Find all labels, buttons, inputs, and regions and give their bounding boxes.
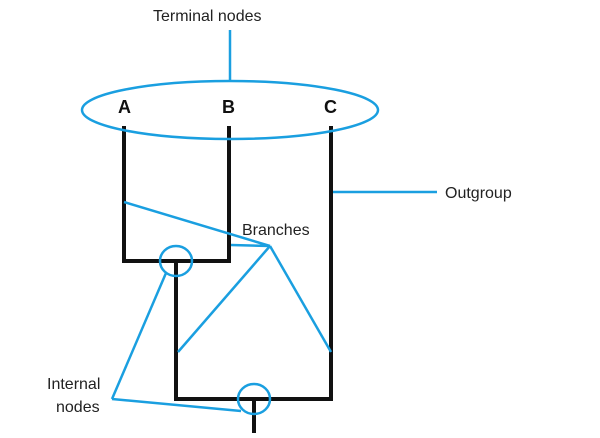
branches-label: Branches	[242, 222, 310, 239]
annotations	[80, 30, 437, 416]
internal-node-ab-circle	[158, 244, 194, 278]
branches-pointer-c	[268, 245, 333, 353]
tree	[122, 126, 333, 433]
taxon-label-c: C	[324, 97, 337, 117]
branches-pointer-a	[123, 200, 271, 248]
internal-nodes-label-line1: Internal	[47, 376, 100, 393]
taxon-label-b: B	[222, 97, 235, 117]
branches-pointer-ab-stem	[177, 245, 271, 353]
terminal-nodes-label: Terminal nodes	[153, 8, 262, 25]
internal-nodes-pointer-ab	[110, 272, 168, 400]
internal-nodes-pointer-root	[111, 397, 242, 413]
taxon-label-a: A	[118, 97, 131, 117]
branches-pointer-b	[230, 243, 271, 248]
internal-nodes-label-line2: nodes	[56, 399, 100, 416]
outgroup-label: Outgroup	[445, 185, 512, 202]
internal-node-root-circle	[236, 382, 272, 416]
